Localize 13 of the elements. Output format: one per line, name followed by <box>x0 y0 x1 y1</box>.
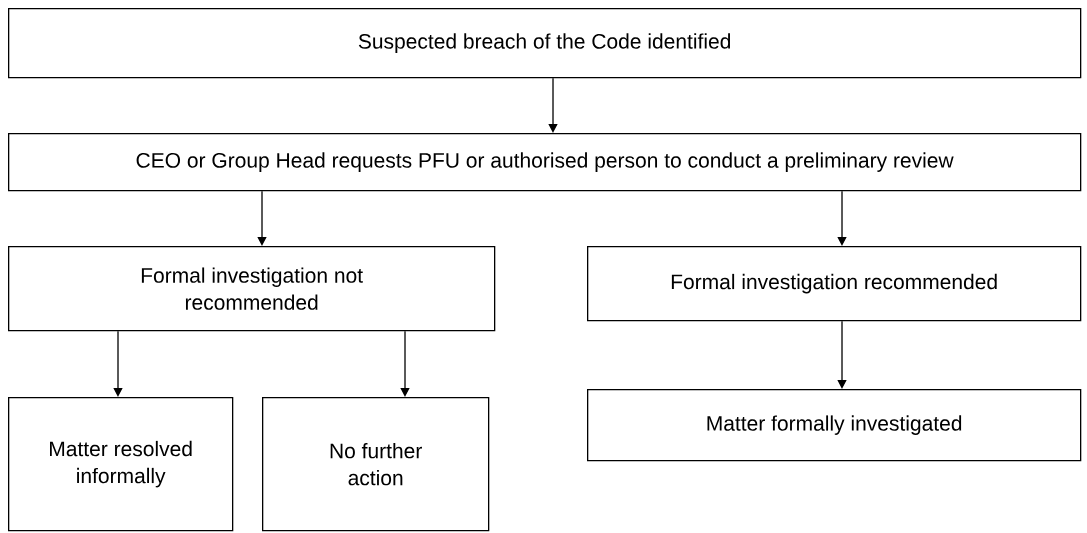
arrow <box>837 320 847 389</box>
arrow <box>257 190 267 246</box>
process-box: CEO or Group Head requests PFU or authorised person to conduct a preliminary review <box>8 133 1082 192</box>
arrow <box>548 77 558 133</box>
process-box: No further action <box>262 397 490 532</box>
process-box: Formal investigation not recommended <box>8 246 496 332</box>
process-box: Formal investigation recommended <box>587 246 1082 322</box>
arrow <box>837 190 847 246</box>
arrow <box>113 330 123 397</box>
process-box: Matter formally investigated <box>587 389 1082 462</box>
process-box: Matter resolved informally <box>8 397 234 532</box>
arrow <box>400 330 410 397</box>
process-box: Suspected breach of the Code identified <box>8 8 1082 79</box>
